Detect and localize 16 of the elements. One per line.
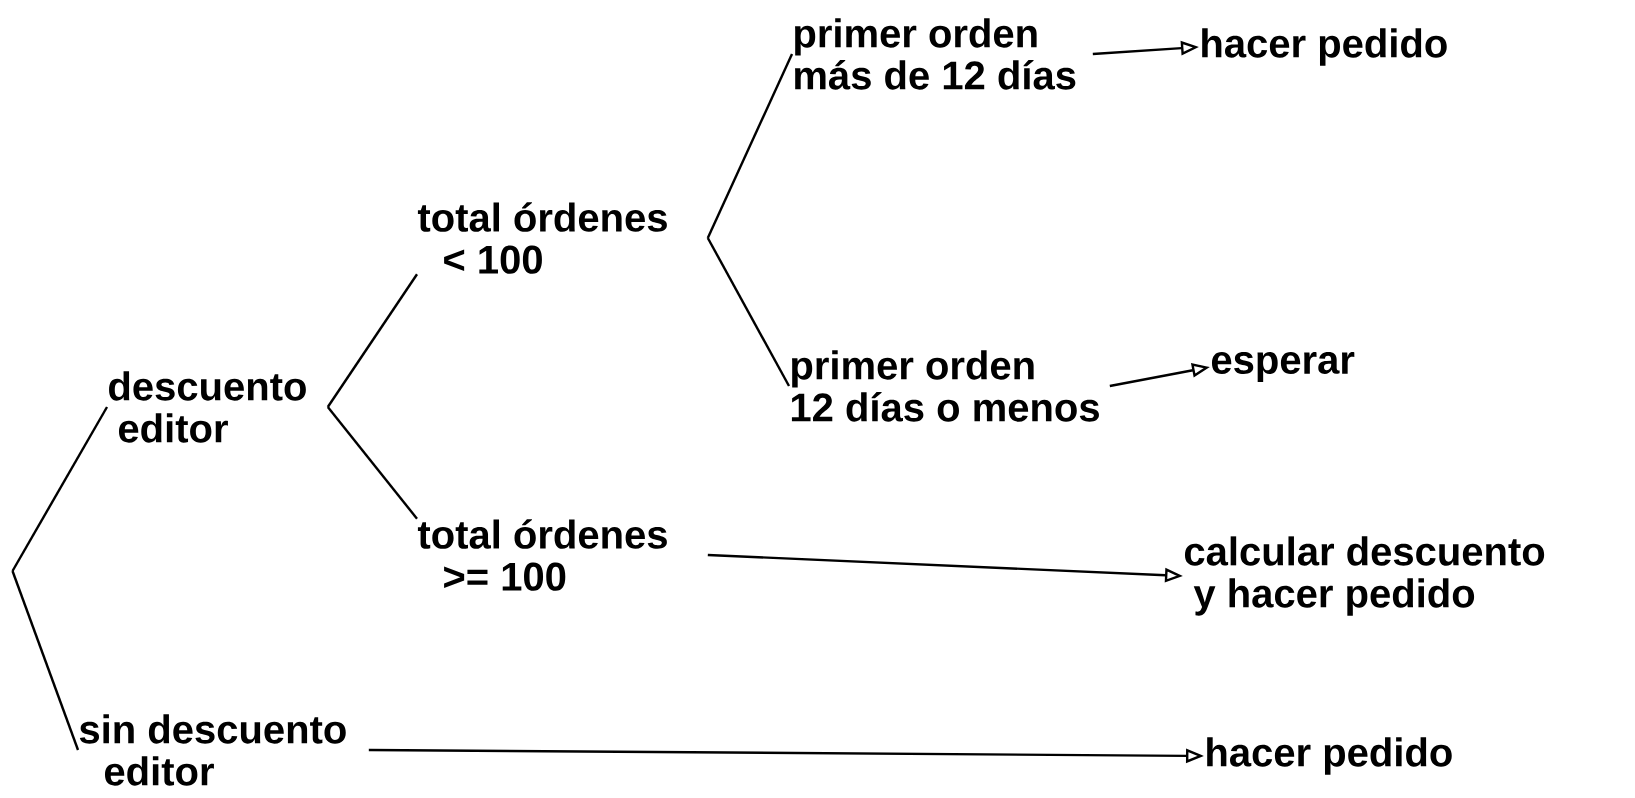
outcome-text: hacer pedido (1202, 28, 1447, 66)
branch-line (706, 237, 791, 387)
condition-text: primer orden 12 días o menos (791, 350, 1099, 422)
condition-text: descuento editor (109, 371, 306, 443)
branch-line (11, 406, 109, 572)
branch-line (11, 570, 80, 751)
condition-text: primer orden más de 12 días (795, 18, 1076, 90)
branch-line (326, 406, 418, 520)
condition-text: total órdenes >= 100 (417, 519, 667, 591)
condition-text: sin descuento editor (79, 714, 346, 786)
outcome-text: esperar (1211, 352, 1355, 382)
branch-line (326, 273, 418, 408)
outcome-text: calcular descuento y hacer pedido (1184, 536, 1545, 616)
branch-line (706, 53, 794, 239)
condition-text: total órdenes < 100 (417, 202, 667, 274)
outcome-text: hacer pedido (1207, 737, 1452, 775)
